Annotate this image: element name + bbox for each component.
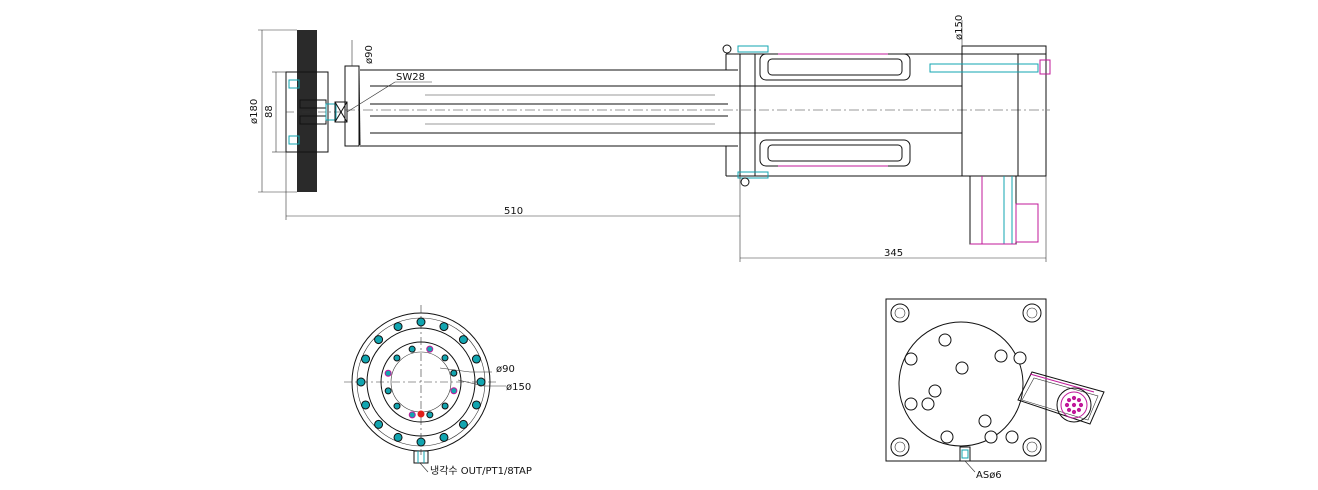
label-dim510: 510: [504, 206, 523, 217]
bolt-hole: [416, 437, 426, 447]
bolt-hole: [471, 354, 481, 364]
cooling-port-red: [417, 410, 425, 418]
inner-bolt-hole: [393, 354, 401, 362]
bolt-hole: [458, 419, 468, 429]
connector-pin: [1078, 402, 1084, 408]
label-dia150-front: ø150: [506, 382, 531, 393]
rear-hole: [1005, 430, 1019, 444]
inner-bolt-hole: [441, 402, 449, 410]
front-view: ø90 ø150 냉각수 OUT/PT1/8TAP: [344, 305, 532, 477]
label-sw28: SW28: [396, 72, 425, 83]
connector-pin: [1076, 407, 1082, 413]
connector-pin: [1066, 397, 1072, 403]
connector-pins: [1064, 395, 1084, 415]
label-dia150-side: ø150: [954, 15, 965, 40]
bolt-hole: [416, 317, 426, 327]
bolt-hole: [471, 400, 481, 410]
bolt-hole: [393, 322, 403, 332]
bolt-hole: [361, 354, 371, 364]
label-dim345: 345: [884, 248, 903, 259]
rear-hole: [978, 414, 992, 428]
rear-hole: [928, 384, 942, 398]
rear-hole: [921, 397, 935, 411]
bolt-hole: [361, 400, 371, 410]
rear-hole: [938, 333, 952, 347]
bolt-hole: [356, 377, 366, 387]
bolt-hole: [439, 432, 449, 442]
inner-bolt-hole: [393, 402, 401, 410]
inner-bolt-hole: [384, 369, 392, 377]
inner-bolt-ring: [384, 345, 458, 419]
label-dia90-front: ø90: [496, 364, 515, 375]
bolt-hole: [374, 419, 384, 429]
bolt-hole: [476, 377, 486, 387]
inner-bolt-hole: [408, 345, 416, 353]
side-connector: [969, 175, 1017, 245]
rear-hole: [1013, 351, 1027, 365]
inner-bolt-hole: [450, 387, 458, 395]
bolt-hole: [439, 322, 449, 332]
connector-pin: [1076, 397, 1082, 403]
connector-pin: [1066, 407, 1072, 413]
label-as-dia6: ASø6: [976, 470, 1002, 481]
rear-view: ASø6: [885, 298, 1105, 481]
rear-hole: [904, 397, 918, 411]
inner-bolt-hole: [441, 354, 449, 362]
side-view: ø90 ø150 SW28 ø180 88 510 345: [249, 15, 1051, 262]
rear-holes: [904, 333, 1027, 444]
label-dia90-side: ø90: [364, 45, 375, 64]
rear-hole: [955, 361, 969, 375]
label-dim88: 88: [264, 105, 275, 118]
bolt-hole: [374, 335, 384, 345]
inner-bolt-hole: [426, 345, 434, 353]
rear-hole: [984, 430, 998, 444]
outer-bolt-ring: [356, 317, 486, 447]
inner-bolt-hole: [450, 369, 458, 377]
bolt-hole: [393, 432, 403, 442]
inner-bolt-hole: [408, 411, 416, 419]
label-dia180: ø180: [249, 99, 260, 124]
rear-hole: [940, 430, 954, 444]
rear-square-plate: [885, 298, 1047, 462]
main-housing: [739, 53, 963, 177]
connector-pin: [1064, 402, 1070, 408]
connector-pin: [1071, 402, 1077, 408]
bolt-hole: [458, 335, 468, 345]
rear-hole: [904, 352, 918, 366]
rear-hole: [994, 349, 1008, 363]
connector-pin: [1071, 395, 1077, 401]
inner-bolt-hole: [384, 387, 392, 395]
label-cooling-out: 냉각수 OUT/PT1/8TAP: [430, 465, 532, 477]
connector-pin: [1071, 409, 1077, 415]
inner-bolt-hole: [426, 411, 434, 419]
